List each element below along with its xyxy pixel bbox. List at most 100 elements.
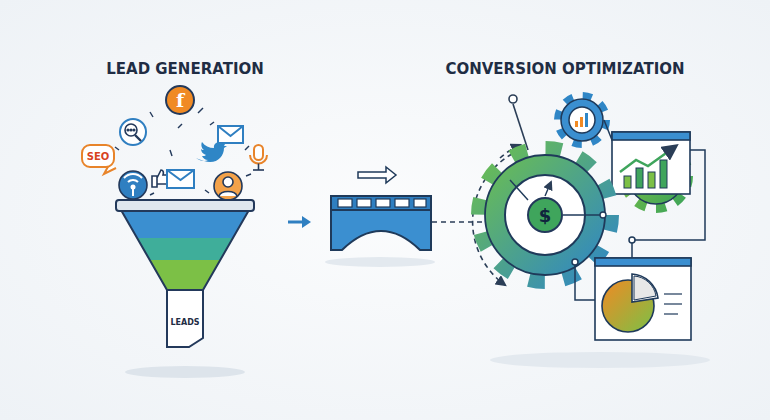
channel-icons bbox=[167, 170, 194, 180]
logo-letter: f bbox=[167, 87, 193, 113]
small-gear bbox=[585, 113, 588, 127]
channel-icons bbox=[254, 145, 263, 160]
channel-icons bbox=[125, 124, 137, 136]
bridge-illustration bbox=[338, 199, 352, 207]
funnel-shape bbox=[167, 290, 203, 347]
channel-icons bbox=[218, 126, 243, 136]
chart-window bbox=[636, 168, 643, 188]
bridge-illustration bbox=[358, 167, 396, 183]
chart-window bbox=[660, 160, 667, 188]
pie-window bbox=[595, 258, 691, 340]
funnel-shape bbox=[115, 260, 255, 290]
big-gear bbox=[479, 149, 611, 281]
ground-shadow bbox=[325, 257, 435, 267]
bridge-illustration bbox=[395, 199, 409, 207]
logo-circle: f bbox=[165, 85, 195, 115]
channel-icons bbox=[131, 185, 136, 190]
ground-shadow bbox=[490, 352, 710, 368]
wires bbox=[629, 237, 635, 243]
flow-arrow bbox=[302, 216, 311, 228]
funnel-label: LEADS bbox=[167, 315, 203, 329]
ground-shadow bbox=[125, 366, 245, 378]
channel-icons bbox=[178, 124, 182, 128]
chart-window bbox=[648, 172, 655, 188]
chart-window bbox=[612, 132, 690, 194]
small-gear bbox=[558, 96, 606, 144]
bubble-text: SEO bbox=[83, 146, 113, 166]
dollar-circle: $ bbox=[527, 197, 563, 233]
channel-icons bbox=[258, 164, 260, 171]
channel-icons bbox=[205, 190, 209, 193]
wires bbox=[604, 120, 612, 140]
funnel-shape bbox=[115, 210, 255, 290]
channel-icons bbox=[150, 193, 154, 195]
small-gear bbox=[561, 99, 603, 141]
pie-window bbox=[664, 303, 682, 304]
channel-icons bbox=[115, 147, 119, 150]
big-gear bbox=[479, 149, 611, 281]
big-gear bbox=[510, 180, 528, 200]
channel-icons bbox=[104, 108, 267, 200]
channel-icons bbox=[246, 174, 251, 176]
dashed-link bbox=[513, 104, 528, 150]
section-heading: CONVERSION OPTIMIZATION bbox=[405, 60, 725, 78]
small-gear bbox=[575, 121, 578, 127]
wires bbox=[632, 150, 705, 258]
bridge-illustration bbox=[331, 167, 431, 250]
section-heading: LEAD GENERATION bbox=[35, 60, 335, 78]
chart-window bbox=[624, 176, 631, 188]
pie-window bbox=[634, 276, 656, 300]
channel-icons bbox=[245, 146, 249, 150]
channel-icons bbox=[214, 172, 242, 200]
channel-icons bbox=[253, 169, 264, 171]
big-gear bbox=[563, 214, 600, 215]
channel-icons bbox=[119, 171, 147, 199]
bridge-illustration bbox=[376, 199, 390, 207]
pie-window bbox=[595, 258, 691, 266]
channel-icons bbox=[150, 112, 153, 117]
channel-icons bbox=[127, 129, 129, 131]
bridge-illustration bbox=[414, 199, 426, 207]
channel-icons bbox=[250, 155, 267, 164]
channel-icons bbox=[135, 135, 141, 141]
big-gear bbox=[545, 182, 551, 196]
funnel-shape bbox=[115, 210, 255, 238]
channel-icons bbox=[198, 108, 203, 113]
pie-window bbox=[595, 258, 691, 340]
big-gear bbox=[600, 212, 606, 218]
pie-window bbox=[664, 313, 678, 314]
small-gear bbox=[558, 96, 606, 144]
chart-window bbox=[620, 146, 676, 172]
pie-window bbox=[664, 293, 682, 294]
ground-shadow bbox=[125, 257, 710, 378]
bridge-illustration bbox=[357, 199, 371, 207]
pie-window bbox=[632, 274, 658, 302]
channel-icons bbox=[115, 108, 251, 195]
small-gear bbox=[569, 107, 595, 133]
funnel-shape bbox=[116, 200, 254, 211]
speech-bubble: SEO bbox=[81, 144, 115, 168]
channel-icons bbox=[223, 177, 233, 187]
channel-icons bbox=[130, 129, 132, 131]
channel-icons bbox=[120, 119, 146, 145]
wires bbox=[575, 262, 595, 300]
channel-icons bbox=[124, 174, 142, 182]
channel-icons bbox=[133, 129, 135, 131]
bridge-illustration bbox=[331, 196, 431, 210]
funnel-shape bbox=[115, 238, 255, 260]
small-gear bbox=[580, 117, 583, 127]
channel-icons bbox=[167, 170, 194, 188]
channel-icons bbox=[218, 126, 243, 143]
flow-arrow bbox=[288, 216, 311, 228]
currency-symbol: $ bbox=[529, 199, 561, 231]
channel-icons bbox=[210, 122, 214, 125]
channel-icons bbox=[170, 150, 172, 156]
funnel-shape bbox=[121, 210, 249, 290]
dashed-link bbox=[509, 95, 517, 103]
flow-arrow bbox=[288, 221, 304, 224]
channel-icons bbox=[132, 189, 134, 196]
channel-icons bbox=[219, 192, 237, 197]
bridge-illustration bbox=[331, 196, 431, 250]
funnel-shape: LEADS bbox=[115, 198, 255, 348]
